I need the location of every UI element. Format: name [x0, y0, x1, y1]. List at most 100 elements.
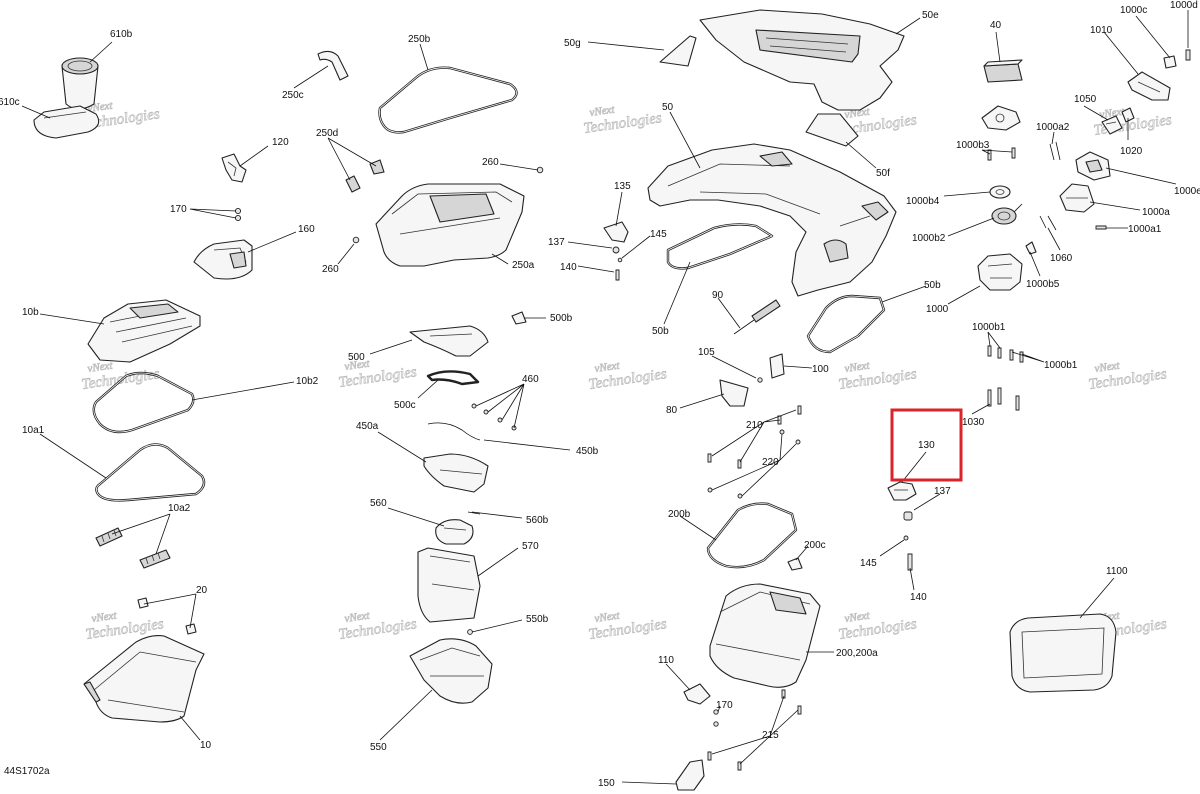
- part-610c-lid[interactable]: [33, 105, 100, 139]
- callout-1000[interactable]: 1000: [926, 304, 949, 315]
- callout-560b[interactable]: 560b: [526, 515, 549, 526]
- part-50b-right-gasket[interactable]: [806, 294, 886, 354]
- part-1050-fuse[interactable]: [1101, 115, 1123, 135]
- callout-610b[interactable]: 610b: [110, 29, 133, 40]
- callout-200-200a[interactable]: 200,200a: [836, 648, 878, 659]
- part-1000-actuator[interactable]: [977, 253, 1023, 291]
- callout-1000b3[interactable]: 1000b3: [956, 140, 990, 151]
- callout-570[interactable]: 570: [522, 541, 539, 552]
- callout-260-upper[interactable]: 260: [482, 157, 499, 168]
- part-135-bracket[interactable]: [603, 221, 629, 243]
- callout-50b-left[interactable]: 50b: [652, 326, 669, 337]
- part-1010-panel[interactable]: [1127, 71, 1171, 101]
- washer-220[interactable]: [707, 429, 801, 499]
- screw-170-left[interactable]: [234, 207, 242, 222]
- callout-135[interactable]: 135: [614, 181, 631, 192]
- callout-10b[interactable]: 10b: [22, 307, 39, 318]
- part-100-latch[interactable]: [769, 353, 785, 379]
- callout-450b[interactable]: 450b: [576, 446, 599, 457]
- callout-550[interactable]: 550: [370, 742, 387, 753]
- part-1000b2-spring[interactable]: [991, 203, 1023, 225]
- callout-210[interactable]: 210: [746, 420, 763, 431]
- part-40-block[interactable]: [983, 59, 1023, 83]
- part-20-clip[interactable]: [137, 597, 197, 635]
- callout-250c[interactable]: 250c: [282, 90, 304, 101]
- part-250d-fastener[interactable]: [345, 159, 385, 193]
- callout-250b[interactable]: 250b: [408, 34, 431, 45]
- callout-170-lower[interactable]: 170: [716, 700, 733, 711]
- callout-1000b2[interactable]: 1000b2: [912, 233, 946, 244]
- screw-460[interactable]: [471, 403, 517, 431]
- part-1000b3-plate[interactable]: [981, 105, 1021, 131]
- callout-260-lower[interactable]: 260: [322, 264, 339, 275]
- part-10a1-gasket[interactable]: [95, 443, 206, 502]
- callout-80[interactable]: 80: [666, 405, 678, 416]
- part-1100-cover[interactable]: [1009, 613, 1117, 693]
- callout-250a[interactable]: 250a: [512, 260, 535, 271]
- callout-10b2[interactable]: 10b2: [296, 376, 319, 387]
- callout-450a[interactable]: 450a: [356, 421, 379, 432]
- part-1000a2-pins[interactable]: [1049, 141, 1061, 161]
- screw-1000b3[interactable]: [987, 147, 1016, 161]
- part-560-lid[interactable]: [435, 519, 474, 545]
- part-570-box[interactable]: [417, 547, 481, 623]
- screw-1030[interactable]: [987, 387, 1020, 411]
- screw-1000a1[interactable]: [1095, 225, 1107, 230]
- part-90-strut[interactable]: [733, 299, 781, 335]
- part-200c-clip[interactable]: [787, 557, 803, 571]
- callout-50[interactable]: 50: [662, 102, 674, 113]
- callout-40[interactable]: 40: [990, 20, 1002, 31]
- callout-500[interactable]: 500: [348, 352, 365, 363]
- callout-1050[interactable]: 1050: [1074, 94, 1097, 105]
- callout-1000e[interactable]: 1000e: [1174, 186, 1200, 197]
- callout-1000a2[interactable]: 1000a2: [1036, 122, 1070, 133]
- callout-1000b1-upper[interactable]: 1000b1: [972, 322, 1006, 333]
- part-50f-flap[interactable]: [805, 113, 859, 147]
- callout-1020[interactable]: 1020: [1120, 146, 1143, 157]
- callout-110[interactable]: 110: [658, 655, 674, 666]
- callout-1060[interactable]: 1060: [1050, 253, 1073, 264]
- callout-150[interactable]: 150: [598, 778, 615, 789]
- callout-550b[interactable]: 550b: [526, 614, 549, 625]
- part-10b2-gasket[interactable]: [92, 371, 195, 434]
- callout-500b[interactable]: 500b: [550, 313, 573, 324]
- screw-1000d[interactable]: [1185, 49, 1191, 61]
- callout-137-lower[interactable]: 137: [934, 486, 951, 497]
- part-1060-pins[interactable]: [1039, 215, 1057, 231]
- part-10-bin[interactable]: [83, 635, 205, 723]
- screw-260[interactable]: [352, 166, 544, 244]
- callout-50b-right[interactable]: 50b: [924, 280, 941, 291]
- callout-1030[interactable]: 1030: [962, 417, 985, 428]
- part-150-hook[interactable]: [675, 759, 705, 791]
- callout-145-lower[interactable]: 145: [860, 558, 877, 569]
- callout-460[interactable]: 460: [522, 374, 539, 385]
- callout-1000a1[interactable]: 1000a1: [1128, 224, 1162, 235]
- callout-500c[interactable]: 500c: [394, 400, 416, 411]
- part-137-spacer-lower[interactable]: [903, 511, 913, 521]
- part-500-cover[interactable]: [409, 325, 489, 357]
- part-50e-deck-cover[interactable]: [699, 9, 905, 111]
- part-1000c-key[interactable]: [1163, 55, 1177, 69]
- part-1000b4-washer[interactable]: [989, 185, 1011, 199]
- callout-1000b5[interactable]: 1000b5: [1026, 279, 1060, 290]
- callout-130[interactable]: 130: [918, 440, 935, 451]
- part-50b-left-gasket[interactable]: [666, 223, 774, 270]
- part-137-spacer-upper[interactable]: [612, 246, 620, 254]
- part-50g-flap[interactable]: [659, 35, 697, 67]
- part-1000a-housing[interactable]: [1059, 183, 1095, 213]
- callout-50e[interactable]: 50e: [922, 10, 939, 21]
- callout-170[interactable]: 170: [170, 204, 187, 215]
- callout-220[interactable]: 220: [762, 457, 779, 468]
- callout-215[interactable]: 215: [762, 730, 779, 741]
- callout-160[interactable]: 160: [298, 224, 315, 235]
- part-250b-gasket[interactable]: [378, 66, 518, 134]
- callout-10[interactable]: 10: [200, 740, 212, 751]
- part-500b-clip[interactable]: [511, 311, 527, 325]
- callout-1100[interactable]: 1100: [1106, 566, 1128, 577]
- part-10b-housing[interactable]: [87, 299, 201, 363]
- callout-250d[interactable]: 250d: [316, 128, 338, 139]
- part-10a2-strip-lower[interactable]: [139, 549, 171, 569]
- part-130-bracket[interactable]: [887, 481, 917, 501]
- callout-200b[interactable]: 200b: [668, 509, 691, 520]
- part-450a-channel[interactable]: [423, 453, 489, 493]
